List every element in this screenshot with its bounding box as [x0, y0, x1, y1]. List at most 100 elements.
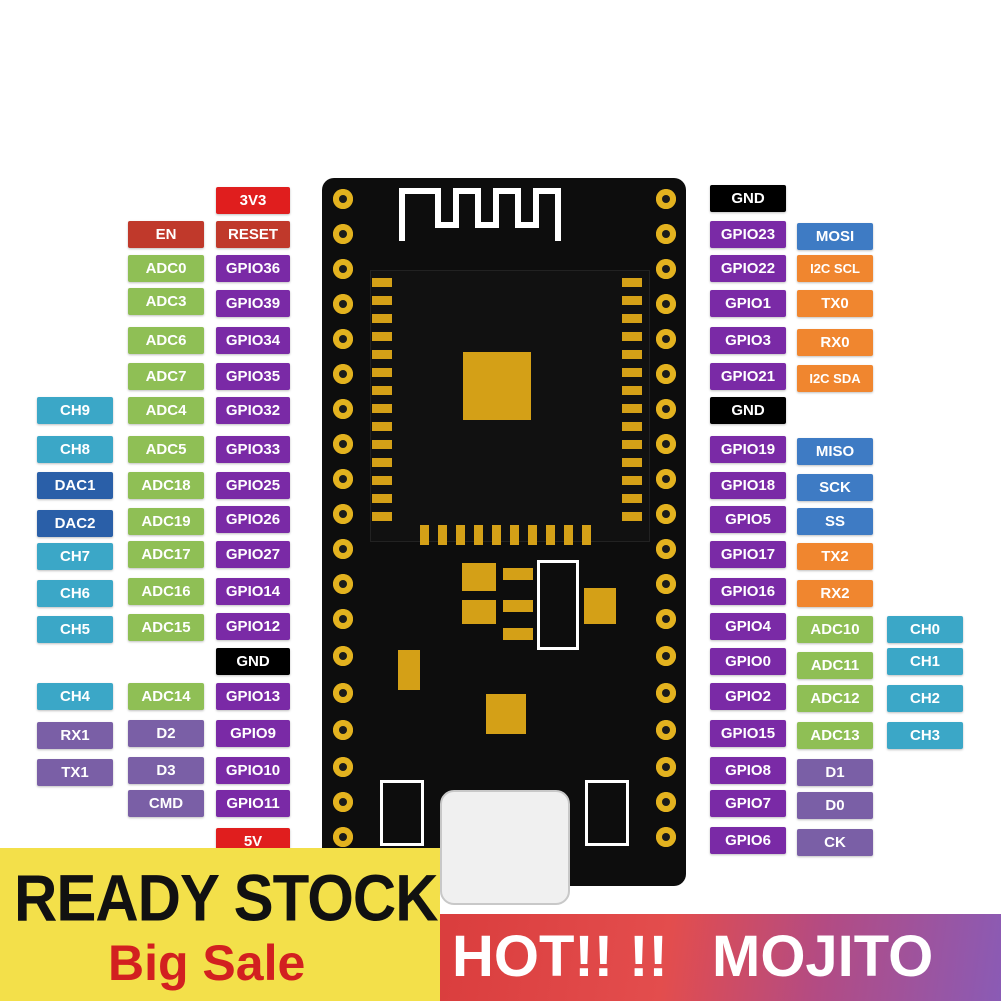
pin-label-ch7: CH7 — [37, 543, 113, 570]
pin-label-adc11: ADC11 — [797, 652, 873, 679]
pin-label-d3: D3 — [128, 757, 204, 784]
pin-label-gpio1: GPIO1 — [710, 290, 786, 317]
pin-label-gpio36: GPIO36 — [216, 255, 290, 282]
pin-label-tx0: TX0 — [797, 290, 873, 317]
regulator-pad — [584, 588, 616, 624]
pin-label-ch8: CH8 — [37, 436, 113, 463]
pin-label-adc13: ADC13 — [797, 722, 873, 749]
pin-label-ss: SS — [797, 508, 873, 535]
pin-label-gpio8: GPIO8 — [710, 757, 786, 784]
pin-label-gpio10: GPIO10 — [216, 757, 290, 784]
pin-label-dac2: DAC2 — [37, 510, 113, 537]
pin-label-3v3: 3V3 — [216, 187, 290, 214]
pin-label-gpio16: GPIO16 — [710, 578, 786, 605]
pin-label-gpio25: GPIO25 — [216, 472, 290, 499]
pin-label-cmd: CMD — [128, 790, 204, 817]
button-right — [585, 780, 629, 846]
pin-label-ch3: CH3 — [887, 722, 963, 749]
pin-label-ch2: CH2 — [887, 685, 963, 712]
pin-label-gnd-right-1: GND — [710, 185, 786, 212]
pin-label-adc7: ADC7 — [128, 363, 204, 390]
pin-label-gpio17: GPIO17 — [710, 541, 786, 568]
pin-label-gpio34: GPIO34 — [216, 327, 290, 354]
pin-label-gpio3: GPIO3 — [710, 327, 786, 354]
pin-label-adc17: ADC17 — [128, 541, 204, 568]
pin-label-ch6: CH6 — [37, 580, 113, 607]
pin-label-gpio6: GPIO6 — [710, 827, 786, 854]
regulator-component — [537, 560, 579, 650]
big-sale-text: Big Sale — [108, 935, 306, 991]
pin-label-gnd-left: GND — [216, 648, 290, 675]
pin-label-d2: D2 — [128, 720, 204, 747]
pin-label-gpio39: GPIO39 — [216, 290, 290, 317]
pin-label-gpio15: GPIO15 — [710, 720, 786, 747]
button-left-pad — [398, 650, 420, 690]
pin-label-gpio23: GPIO23 — [710, 221, 786, 248]
pin-label-adc16: ADC16 — [128, 578, 204, 605]
pin-label-adc4: ADC4 — [128, 397, 204, 424]
pin-label-gpio35: GPIO35 — [216, 363, 290, 390]
usb-uart-chip — [486, 694, 526, 734]
pin-label-gpio13: GPIO13 — [216, 683, 290, 710]
pin-label-gpio19: GPIO19 — [710, 436, 786, 463]
pin-label-tx1: TX1 — [37, 759, 113, 786]
pin-label-adc3: ADC3 — [128, 288, 204, 315]
pin-label-rx0: RX0 — [797, 329, 873, 356]
pin-label-en: EN — [128, 221, 204, 248]
ready-stock-banner — [0, 848, 440, 1001]
pin-label-dac1: DAC1 — [37, 472, 113, 499]
pin-label-tx2: TX2 — [797, 543, 873, 570]
esp32-chip — [463, 352, 531, 420]
pin-label-gpio26: GPIO26 — [216, 506, 290, 533]
pin-label-i2c-scl: I2C SCL — [797, 255, 873, 282]
pin-label-sck: SCK — [797, 474, 873, 501]
pin-label-gpio9: GPIO9 — [216, 720, 290, 747]
pin-label-gpio14: GPIO14 — [216, 578, 290, 605]
hot-text: HOT!! !! — [452, 924, 668, 989]
pin-label-ck: CK — [797, 829, 873, 856]
smd-component-4 — [503, 628, 533, 640]
usb-c-port — [440, 790, 570, 905]
pin-label-gpio18: GPIO18 — [710, 472, 786, 499]
pin-label-d0: D0 — [797, 792, 873, 819]
pin-label-adc19: ADC19 — [128, 508, 204, 535]
pin-label-reset: RESET — [216, 221, 290, 248]
brand-name: MOJITO — [712, 924, 934, 989]
smd-component-5 — [462, 600, 496, 624]
pin-label-miso: MISO — [797, 438, 873, 465]
pin-label-adc6: ADC6 — [128, 327, 204, 354]
pin-label-gpio33: GPIO33 — [216, 436, 290, 463]
pin-label-gnd-right-2: GND — [710, 397, 786, 424]
pin-label-rx1: RX1 — [37, 722, 113, 749]
pin-label-gpio7: GPIO7 — [710, 790, 786, 817]
pin-label-ch4: CH4 — [37, 683, 113, 710]
pin-label-adc12: ADC12 — [797, 685, 873, 712]
pin-label-ch1: CH1 — [887, 648, 963, 675]
pin-label-gpio32: GPIO32 — [216, 397, 290, 424]
pin-label-adc15: ADC15 — [128, 614, 204, 641]
pin-label-d1: D1 — [797, 759, 873, 786]
ready-stock-text: READY STOCK — [14, 861, 439, 935]
pin-label-ch5: CH5 — [37, 616, 113, 643]
pcb-antenna-icon — [399, 188, 561, 241]
pin-label-adc5: ADC5 — [128, 436, 204, 463]
pin-label-mosi: MOSI — [797, 223, 873, 250]
pin-label-gpio11: GPIO11 — [216, 790, 290, 817]
pin-label-gpio21: GPIO21 — [710, 363, 786, 390]
pin-label-gpio5: GPIO5 — [710, 506, 786, 533]
button-left — [380, 780, 424, 846]
pin-label-rx2: RX2 — [797, 580, 873, 607]
smd-component-1 — [462, 563, 496, 591]
pin-label-gpio2: GPIO2 — [710, 683, 786, 710]
pin-label-gpio27: GPIO27 — [216, 541, 290, 568]
pin-label-gpio0: GPIO0 — [710, 648, 786, 675]
pin-label-ch0: CH0 — [887, 616, 963, 643]
smd-component-3 — [503, 600, 533, 612]
pin-label-adc0: ADC0 — [128, 255, 204, 282]
pin-label-ch9: CH9 — [37, 397, 113, 424]
pin-label-i2c-sda: I2C SDA — [797, 365, 873, 392]
pin-label-adc10: ADC10 — [797, 616, 873, 643]
pin-label-gpio4: GPIO4 — [710, 613, 786, 640]
pin-label-adc18: ADC18 — [128, 472, 204, 499]
smd-component-2 — [503, 568, 533, 580]
